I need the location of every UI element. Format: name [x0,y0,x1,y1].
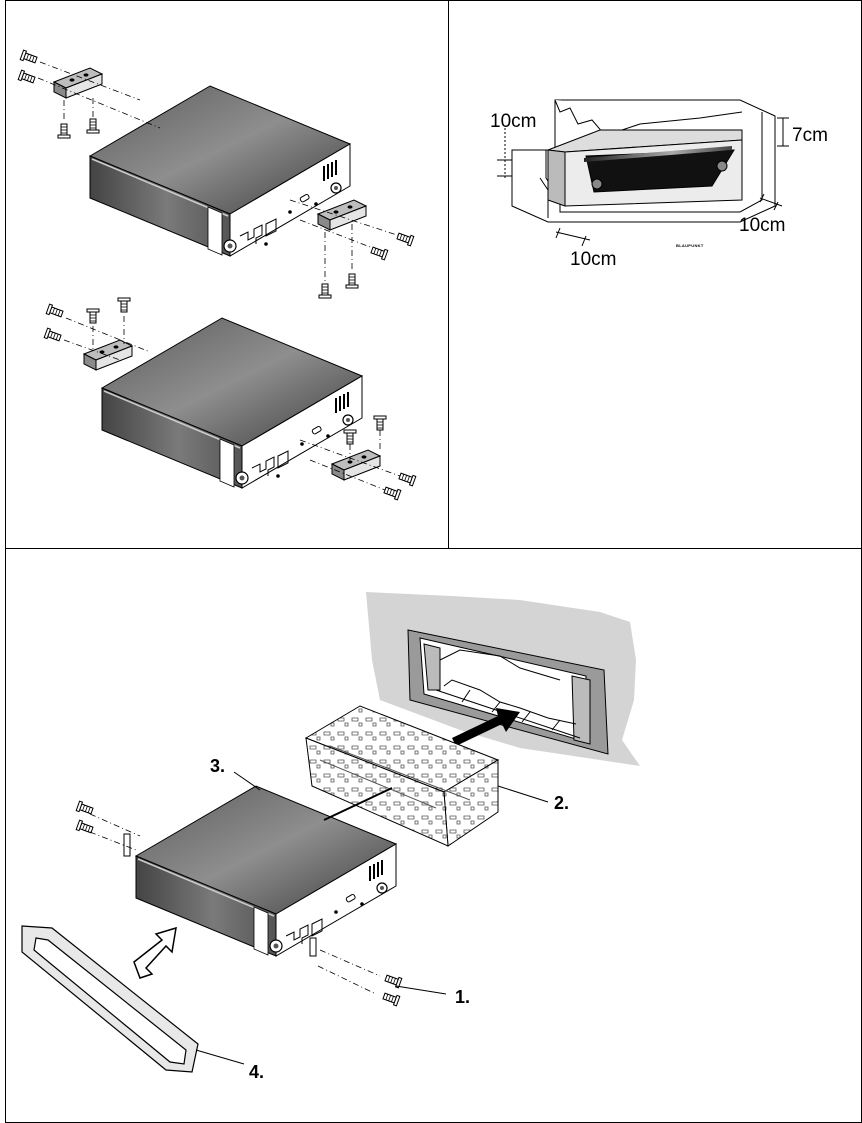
step-label-1: 1. [455,987,470,1007]
dashboard-opening [366,592,640,766]
release-key-right [309,937,317,957]
alignment-line [323,787,393,821]
clearance-label-top-left: 10cm [490,111,536,132]
brand-logo: BLAUPUNKT [676,243,704,248]
step-label-2: 2. [554,793,569,813]
installation-panel: 1. 2. 3. 4. [21,592,640,1082]
step-label-4: 4. [249,1062,264,1082]
radio-unit-lower [101,317,363,489]
dash-lines-bottom [89,813,381,995]
mounting-bracket-upper-right [317,199,367,231]
mounting-bracket-lower-left [83,339,133,371]
trim-frame [21,925,199,1073]
dash-lines-lower [63,316,401,491]
insert-arrow-icon [452,708,520,746]
mounting-cage [304,705,500,847]
dimension-marks [497,117,789,247]
clearance-panel: 10cm 7cm 10cm 10cm BLAUPUNKT [490,99,828,270]
leader-lines [195,771,549,1065]
radio-unit-in-cavity [547,129,743,207]
clearance-label-bottom-left: 10cm [570,249,616,270]
dash-lines-upper [37,61,401,282]
push-arrow-icon [133,926,177,979]
clearance-label-top-right: 7cm [792,125,828,146]
release-key-left [123,833,131,857]
step-label-3: 3. [210,756,225,776]
mounting-brackets-panel [17,49,417,501]
radio-unit-upper [89,85,351,257]
mounting-bracket-upper-left [53,67,103,99]
clearance-label-bottom-right: 10cm [739,215,785,236]
